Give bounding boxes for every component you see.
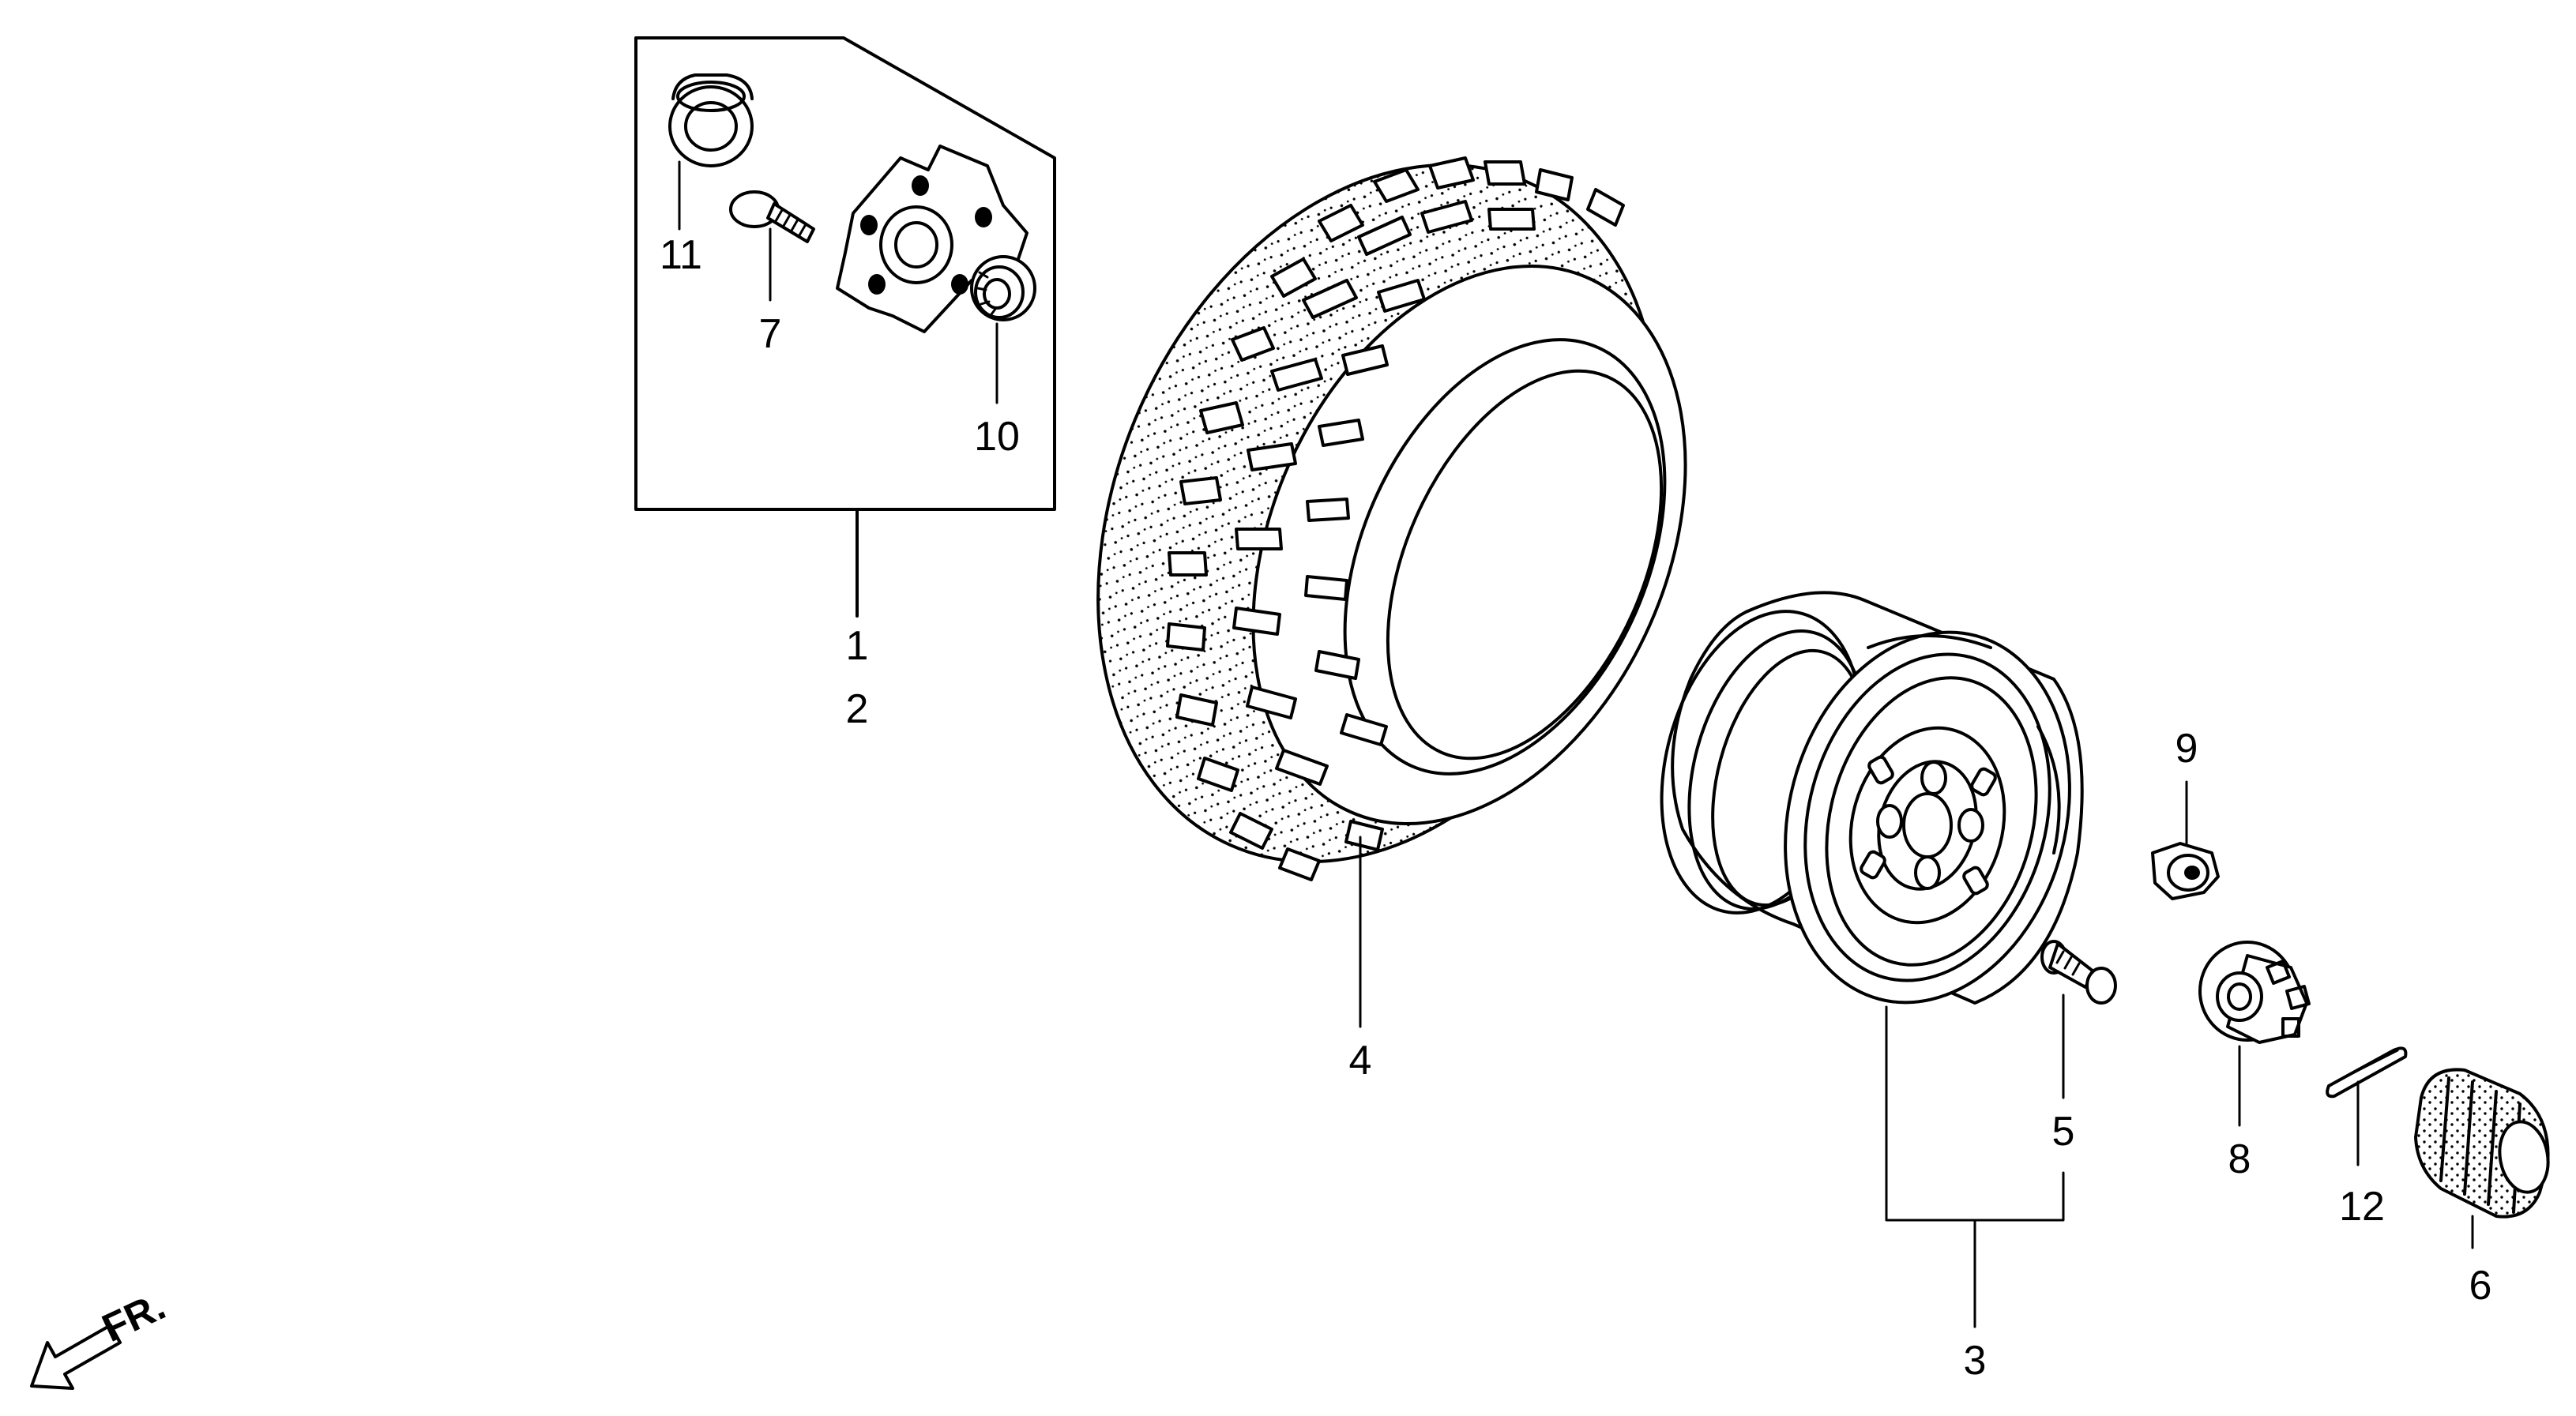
callout-12: 12 <box>2339 1184 2385 1230</box>
front-arrow-icon <box>30 1324 122 1390</box>
valve-stem-part <box>2040 940 2117 1099</box>
nut-part <box>2151 780 2220 900</box>
callout-1: 1 <box>846 623 869 669</box>
collar-part <box>668 73 754 231</box>
callout-11: 11 <box>660 232 702 278</box>
callout-7: 7 <box>759 311 782 357</box>
callout-6: 6 <box>2469 1263 2492 1309</box>
bolt-part <box>729 190 815 302</box>
castle-nut-part <box>2198 941 2311 1127</box>
callout-9: 9 <box>2175 726 2198 772</box>
hub-cap-part <box>2414 1068 2550 1249</box>
callout-3: 3 <box>1964 1338 1987 1384</box>
callout-5: 5 <box>2052 1109 2075 1155</box>
hub-flange-part <box>836 145 1029 333</box>
callout-4: 4 <box>1349 1038 1372 1084</box>
callout-8: 8 <box>2228 1136 2251 1182</box>
callout-10: 10 <box>974 414 1020 460</box>
cotter-pin-part <box>2326 1046 2408 1166</box>
bearing-part <box>970 255 1036 404</box>
hub-assembly-group: 11 7 10 1 2 <box>634 36 1056 732</box>
tire-part <box>1096 156 1687 1028</box>
wheel-rim-part <box>1660 591 2084 1005</box>
tire-tread <box>1166 156 1625 881</box>
front-direction-indicator: FR. <box>30 1283 172 1390</box>
hub-group-bracket <box>634 36 1056 511</box>
callout-2: 2 <box>846 686 869 732</box>
